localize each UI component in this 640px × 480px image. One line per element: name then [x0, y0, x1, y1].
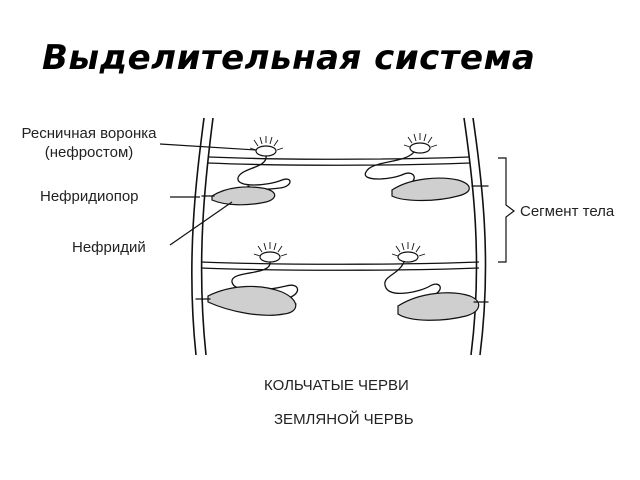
label-funnel-line1: Ресничная воронка — [21, 125, 157, 142]
left-body-wall-inner — [200, 117, 214, 356]
segment-bracket — [498, 157, 515, 263]
nephridium-upper-left — [211, 136, 291, 206]
slide-title: Выделительная система — [42, 38, 536, 78]
nephridium-upper-right — [364, 133, 470, 202]
leader-funnel — [159, 143, 257, 151]
right-body-wall-outer — [472, 117, 487, 356]
lower-septum — [200, 261, 480, 271]
nephridium-lower-left — [207, 242, 299, 316]
caption-line2: ЗЕМЛЯНОЙ ЧЕРВЬ — [274, 411, 414, 428]
funnel-cilia — [249, 136, 284, 151]
label-funnel-line2: (нефростом) — [44, 144, 134, 161]
label-funnel-group: Ресничная воронка (нефростом) — [6, 124, 172, 162]
left-body-wall-outer — [191, 117, 205, 356]
nephridium-bladder — [211, 186, 276, 206]
caption-line1: КОЛЬЧАТЫЕ ЧЕРВИ — [264, 377, 409, 394]
label-nephridium: Нефридий — [72, 239, 146, 256]
nephrostome-funnel — [255, 145, 277, 157]
label-segment: Сегмент тела — [520, 203, 615, 220]
label-nephridiopore: Нефридиопор — [40, 188, 139, 205]
upper-septum — [207, 156, 471, 166]
nephridium-lower-right — [384, 242, 480, 321]
right-body-wall-inner — [463, 117, 478, 356]
leader-nephridium — [169, 201, 233, 246]
